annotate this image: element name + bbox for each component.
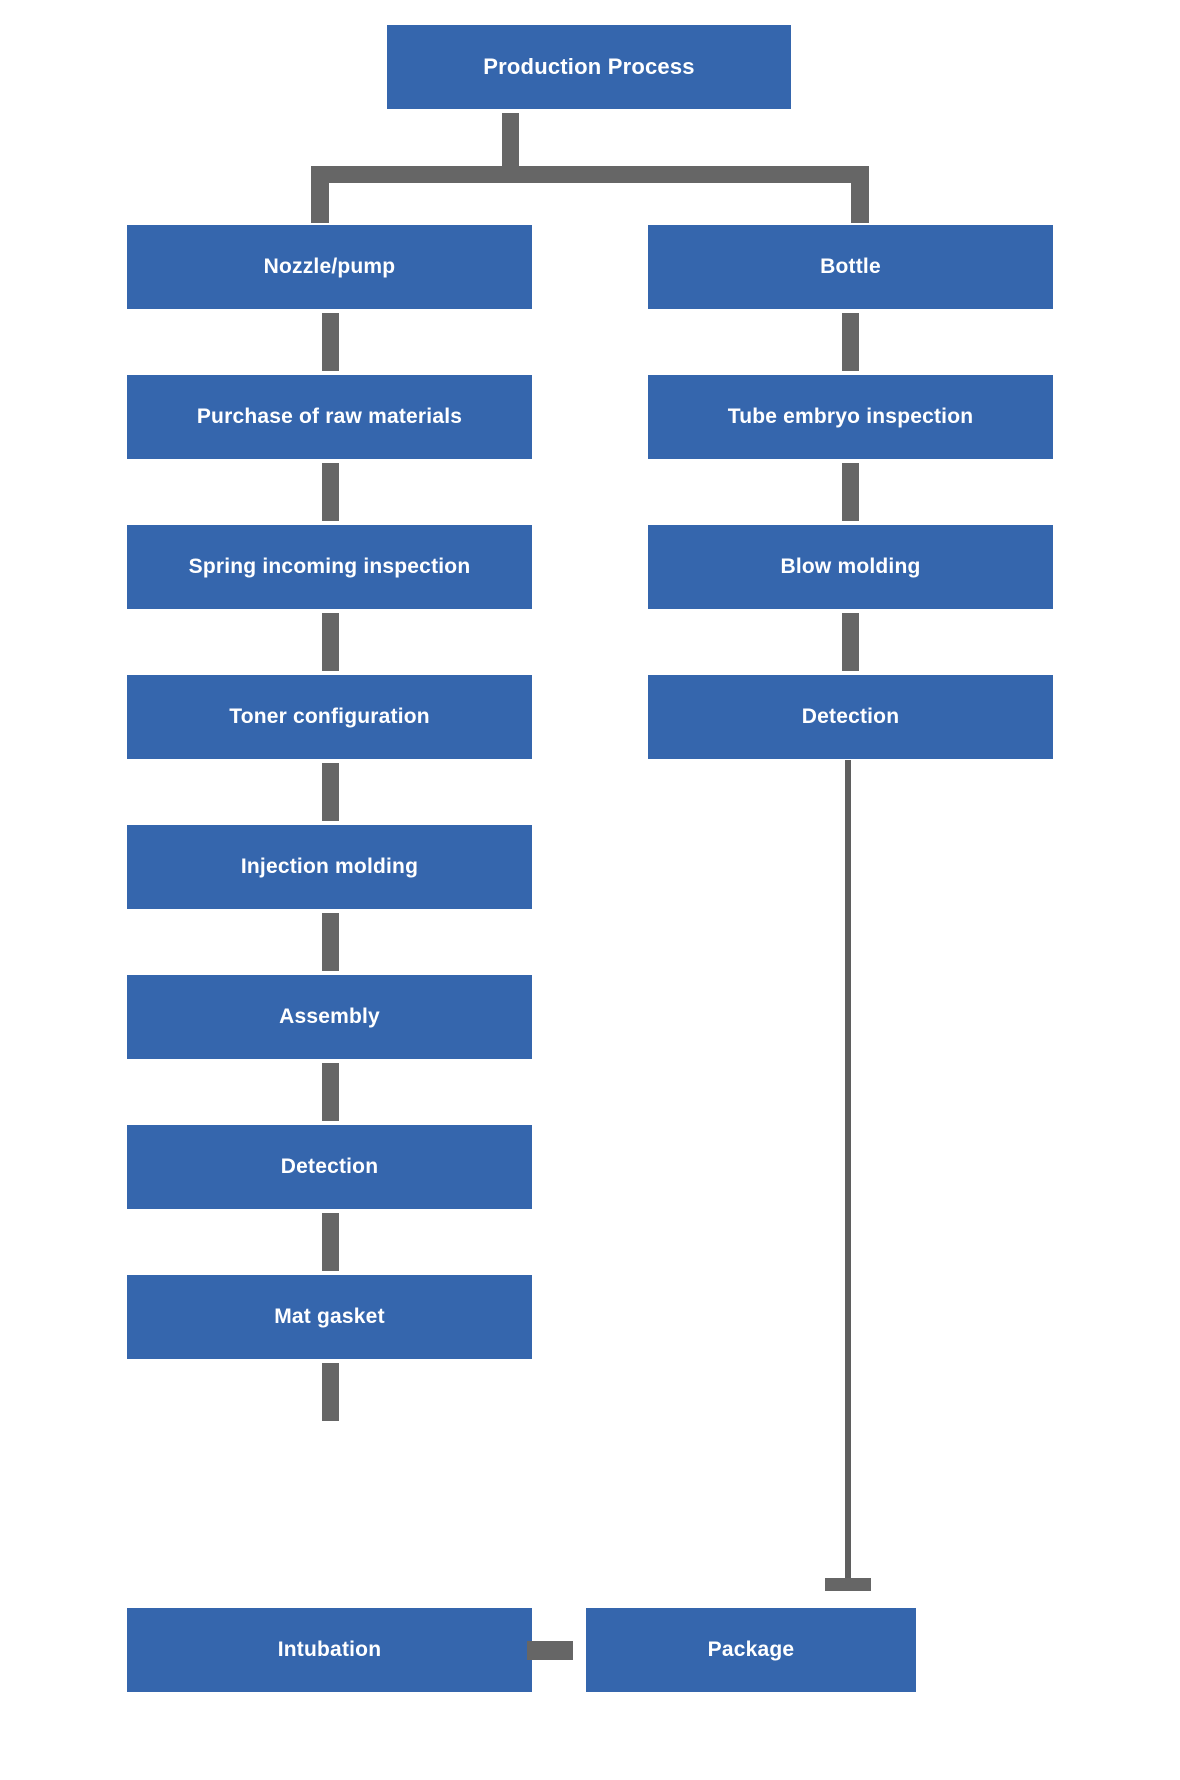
connector-root-stub bbox=[502, 113, 519, 166]
connector-left-8 bbox=[322, 1363, 339, 1421]
node-intubation[interactable]: Intubation bbox=[127, 1608, 532, 1692]
connector-detection-to-package bbox=[845, 760, 851, 1585]
node-toner-configuration[interactable]: Toner configuration bbox=[127, 675, 532, 759]
connector-left-1 bbox=[322, 313, 339, 371]
node-mat-gasket[interactable]: Mat gasket bbox=[127, 1275, 532, 1359]
connector-right-3 bbox=[842, 613, 859, 671]
connector-right-1 bbox=[842, 313, 859, 371]
node-injection-molding[interactable]: Injection molding bbox=[127, 825, 532, 909]
connector-right-2 bbox=[842, 463, 859, 521]
connector-right-arm bbox=[851, 166, 869, 223]
node-assembly[interactable]: Assembly bbox=[127, 975, 532, 1059]
connector-left-3 bbox=[322, 613, 339, 671]
connector-left-6 bbox=[322, 1063, 339, 1121]
connector-left-5 bbox=[322, 913, 339, 971]
connector-left-4 bbox=[322, 763, 339, 821]
connector-left-arm bbox=[311, 166, 329, 223]
node-detection-left[interactable]: Detection bbox=[127, 1125, 532, 1209]
node-blow-molding[interactable]: Blow molding bbox=[648, 525, 1053, 609]
node-production-process[interactable]: Production Process bbox=[387, 25, 791, 109]
connector-left-2 bbox=[322, 463, 339, 521]
node-purchase-of-raw-materials[interactable]: Purchase of raw materials bbox=[127, 375, 532, 459]
connector-split-bar bbox=[311, 166, 868, 183]
node-package[interactable]: Package bbox=[586, 1608, 916, 1692]
node-tube-embryo-inspection[interactable]: Tube embryo inspection bbox=[648, 375, 1053, 459]
connector-left-7 bbox=[322, 1213, 339, 1271]
connector-arrow-cap bbox=[825, 1578, 871, 1591]
node-spring-incoming-inspection[interactable]: Spring incoming inspection bbox=[127, 525, 532, 609]
connector-intubation-to-package bbox=[527, 1641, 573, 1660]
node-bottle[interactable]: Bottle bbox=[648, 225, 1053, 309]
node-detection-right[interactable]: Detection bbox=[648, 675, 1053, 759]
node-nozzle-pump[interactable]: Nozzle/pump bbox=[127, 225, 532, 309]
